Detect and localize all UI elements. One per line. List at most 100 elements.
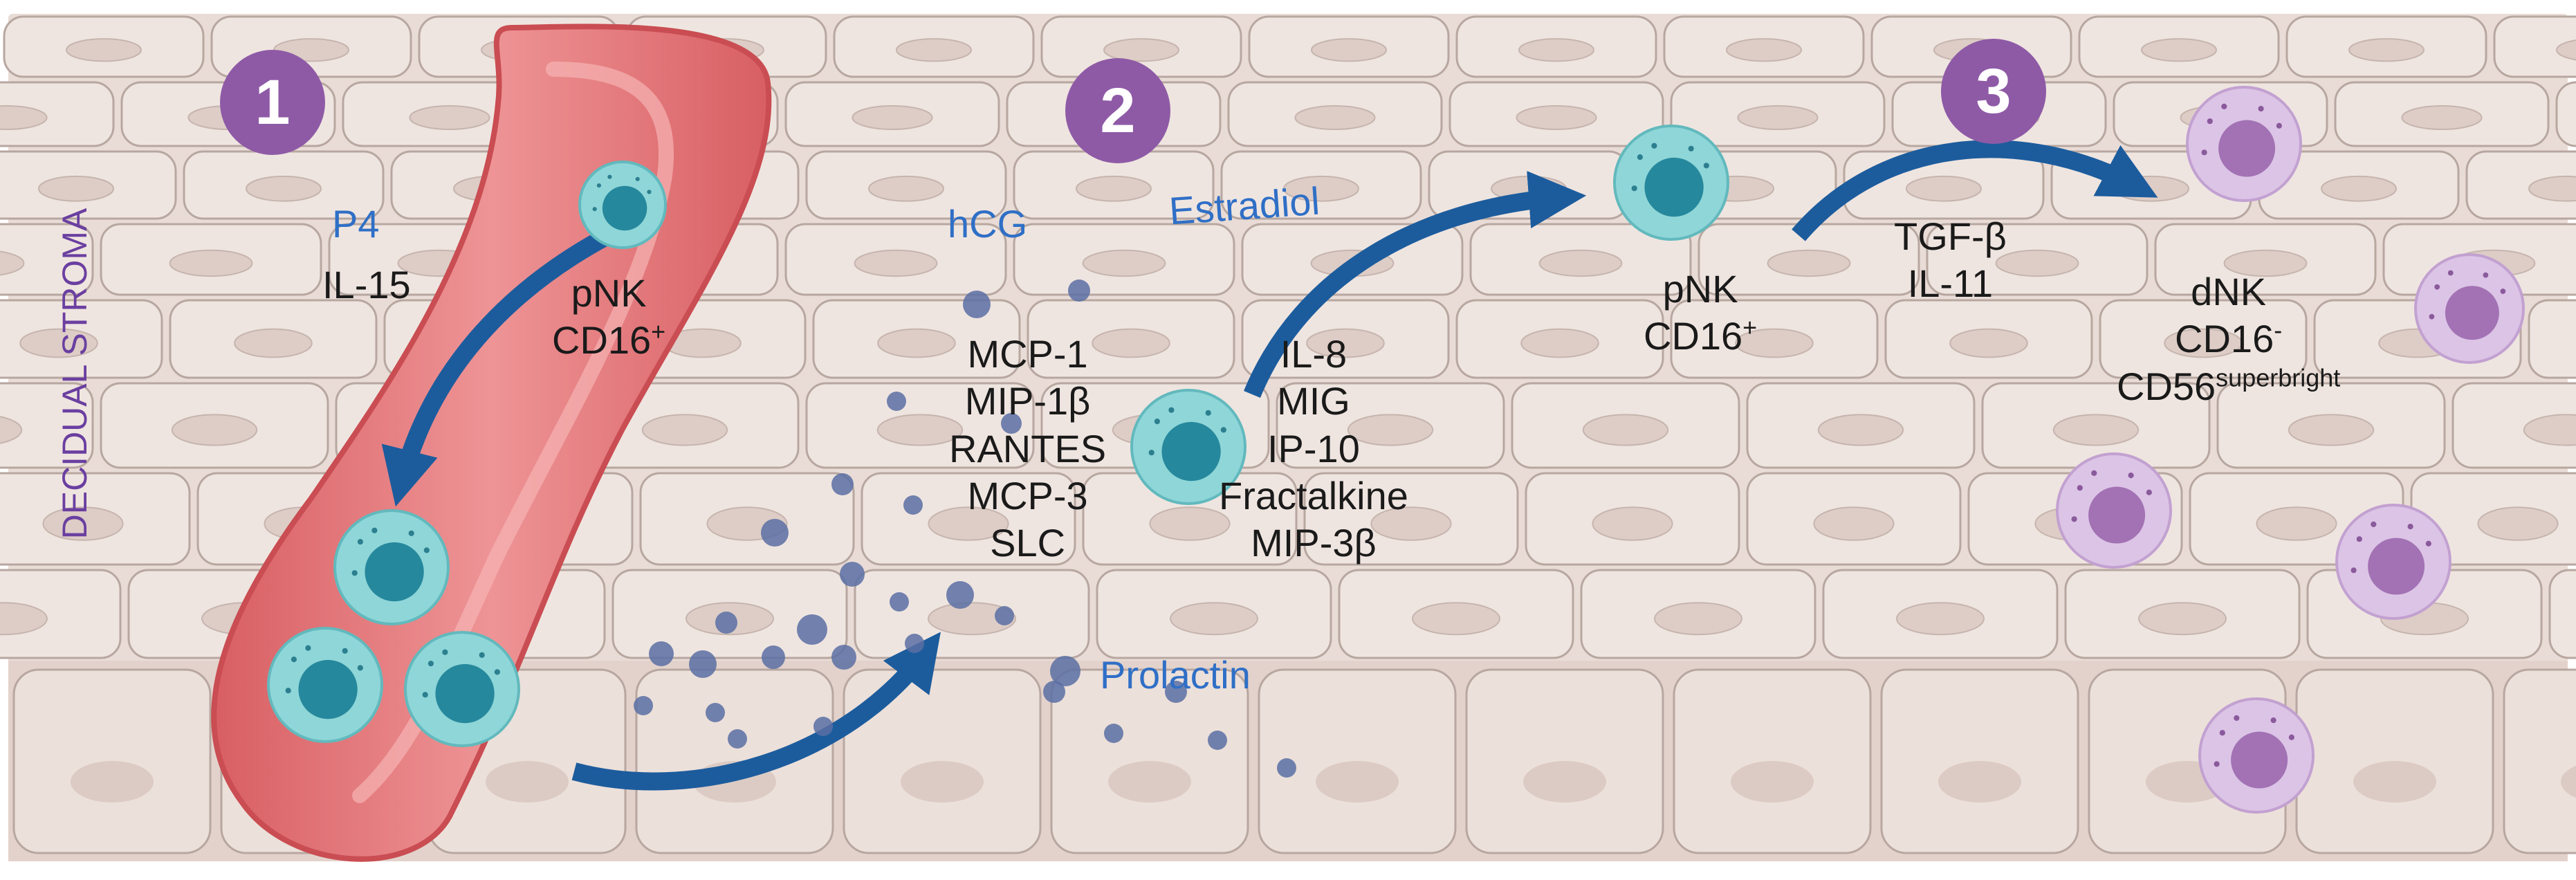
chemokine-dot [1165,681,1187,703]
stromal-nucleus [0,602,48,636]
stromal-nucleus [1813,506,1895,541]
chemokine-dot [963,291,991,318]
dnk-cell [2414,253,2525,364]
stromal-nucleus [2523,414,2576,446]
stromal-nucleus [171,414,258,446]
stromal-nucleus [1896,602,1985,636]
pnk-label-step3: pNK CD16+ [1644,266,1757,360]
stromal-cell [2465,150,2576,220]
stromal-cell [2548,569,2576,659]
stromal-cell [0,382,94,469]
stromal-nucleus [928,506,1009,541]
basal-nucleus [1316,761,1399,803]
stromal-nucleus [2256,506,2337,541]
stromal-nucleus [2223,249,2308,277]
chemokine-dot [1104,724,1123,743]
basal-nucleus [2353,761,2436,803]
pnk-label-vessel: pNK CD16+ [552,270,665,365]
chemokine-dot [728,729,747,749]
stromal-nucleus [854,249,938,277]
pnk-cell [1130,389,1246,505]
basal-nucleus [1108,761,1191,803]
stromal-nucleus [1092,328,1170,358]
step-2-badge: 2 [1065,58,1170,163]
chemokine-label: TGF-β [1894,214,2007,258]
pnk-cells [267,125,1729,747]
extravasation-arrow [381,227,614,507]
stromal-nucleus [2138,602,2227,636]
stromal-nucleus [1592,506,1673,541]
chemokine-label: MIG [1277,379,1350,423]
dnk-cells [2056,86,2525,814]
stromal-nucleus [2052,414,2140,446]
chemokine-label: MIP-1β [964,379,1091,423]
stromal-nucleus [877,328,956,358]
pnk-cell [1613,125,1729,241]
basal-nucleus [1523,761,1606,803]
chemokine-label: RANTES [949,426,1107,470]
basal-cell [2503,668,2576,854]
chemokine-label: IL-11 [1907,262,1994,306]
chemokine-dot [1277,758,1296,778]
stromal-nucleus [2401,105,2483,130]
stromal-cell [0,569,122,659]
stromal-nucleus [2528,175,2576,202]
chemokine-dot [1208,731,1227,750]
stromal-nucleus [1520,328,1599,358]
basal-nucleus [901,761,984,803]
prolactin-label: Prolactin [1100,653,1251,697]
chemokine-dot [813,717,833,736]
migration-arrow [571,632,941,791]
chemokine-dot [887,392,906,411]
dnk-label: dNK CD16- CD56superbright [2117,268,2340,410]
chemokine-label: Fractalkine [1219,473,1408,517]
recruitment-arrow [1243,171,1587,398]
chemokine-dot [797,614,827,645]
stromal-nucleus [1995,249,2079,277]
stromal-nucleus [852,105,933,130]
stromal-nucleus [1906,175,1982,202]
pnk-marker: CD16+ [1644,313,1758,358]
stromal-nucleus [2321,175,2397,202]
pnk-cell [333,509,450,625]
chemokine-dot [840,562,865,587]
stromal-nucleus [1582,414,1669,446]
stromal-nucleus [1518,38,1594,62]
stromal-nucleus [1103,38,1179,62]
stromal-nucleus [1076,175,1152,202]
basal-nucleus [2561,765,2576,798]
chemokine-label: IP-10 [1267,426,1360,470]
pnk-cell [578,161,667,249]
dnk-cell [2056,452,2172,569]
dnk-cell [2198,697,2315,814]
basal-nucleus [1938,761,2021,803]
stromal-nucleus [2477,506,2559,541]
stromal-nucleus [0,250,25,276]
stromal-nucleus [169,249,253,277]
stromal-nucleus [1149,506,1231,541]
stromal-nucleus [928,602,1016,636]
stromal-nucleus [38,175,114,202]
stromal-nucleus [1347,414,1434,446]
chemokine-dot [649,641,674,666]
step-1-badge: 1 [220,50,325,155]
stromal-nucleus [19,328,98,358]
stromal-nucleus [1082,249,1166,277]
chemokine-dot [890,592,909,612]
stromal-nucleus [896,38,972,62]
stromal-nucleus [1170,602,1258,636]
stromal-nucleus [2164,328,2243,358]
stromal-nucleus [2288,414,2375,446]
stromal-cell [2493,15,2576,78]
chemokine-dot [1001,413,1022,434]
stromal-nucleus [868,175,944,202]
differentiation-arrow [1792,140,2158,241]
chemokine-dot [689,650,717,678]
stromal-nucleus [1737,105,1819,130]
stromal-nucleus [1538,249,1623,277]
pnk-marker: CD16+ [552,317,666,363]
basal-nucleus [71,761,154,803]
